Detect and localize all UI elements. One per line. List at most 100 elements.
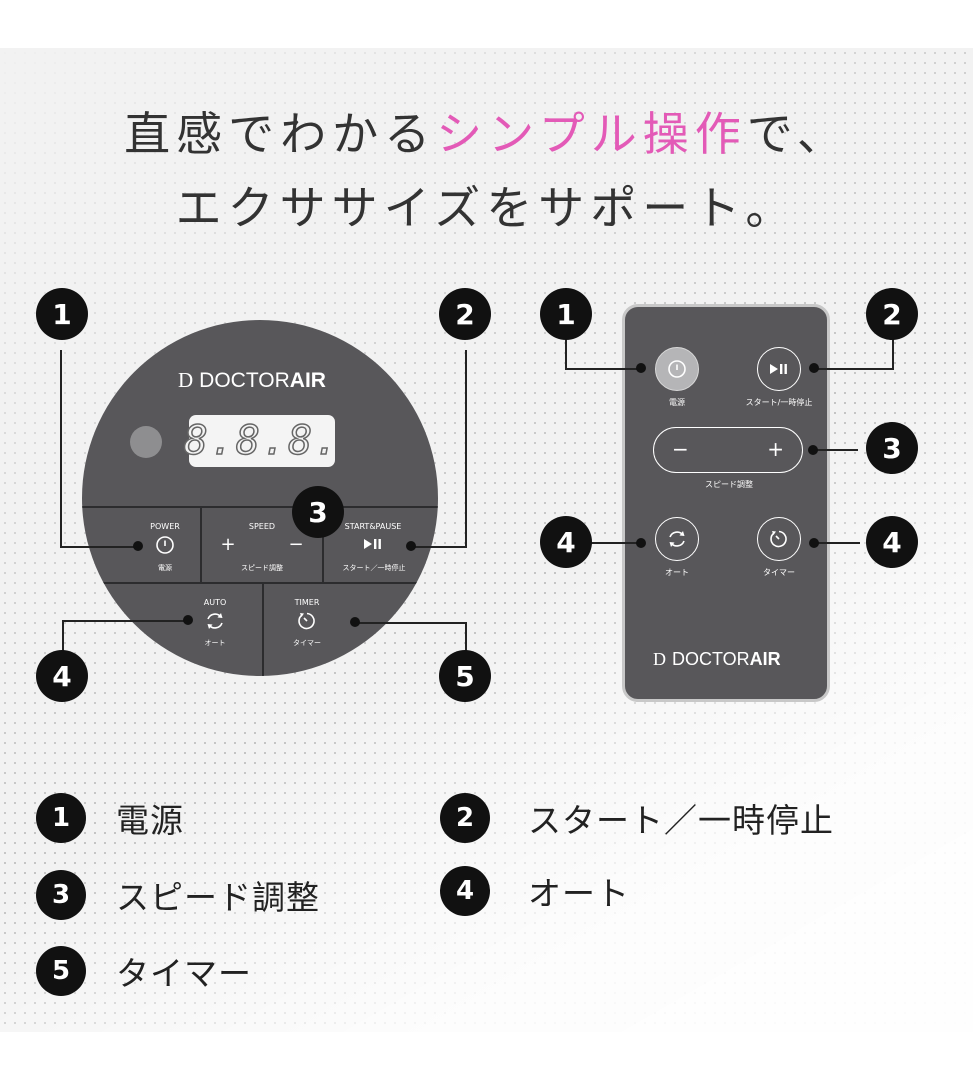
remote-timer-button[interactable] [757,517,801,561]
headline-highlight: シンプル操作 [436,107,747,161]
remote-callout-badge-3: 3 [866,422,918,474]
power-icon [156,536,174,554]
callout-line-2 [411,350,467,548]
legend-badge: 4 [440,866,490,916]
auto-button[interactable] [202,610,228,634]
brand-mark: D [653,649,666,669]
timer-icon [298,612,315,630]
remote-start-pause-label: スタート/一時停止 [745,398,813,407]
power-button[interactable] [152,534,178,560]
panel-divider [262,582,264,676]
power-icon [668,360,686,378]
legend-item: 5 タイマー [36,946,252,996]
speed-sub-label: スピード調整 [241,564,283,572]
sensor-light [130,426,162,458]
power-sub-label: 電源 [158,564,172,572]
remote-callout-line-1 [565,318,643,370]
play-pause-icon [770,364,787,374]
brand-name: DOCTOR [199,369,290,392]
remote-callout-line-3 [812,449,858,451]
remote-start-pause-button[interactable] [757,347,801,391]
remote-callout-dot-4b [809,538,819,548]
panel-divider [82,582,438,584]
remote-power-label: 電源 [669,398,685,407]
legend-text: オート [528,874,630,913]
headline-text-end: で、 [746,107,849,161]
legend-badge: 5 [36,946,86,996]
timer-label: TIMER [294,598,320,607]
digital-display: 8.8.8. [183,415,339,467]
legend-text: タイマー [116,954,252,993]
remote-callout-dot-2 [809,363,819,373]
remote-speed-minus-button[interactable]: − [672,437,689,461]
timer-sub-label: タイマー [293,639,321,647]
remote-auto-button[interactable] [655,517,699,561]
legend-text: スピード調整 [116,878,320,917]
callout-dot-2 [406,541,416,551]
brand-name: DOCTOR [672,649,750,669]
brand-mark: D [178,368,194,392]
auto-rotate-icon [207,613,223,629]
remote-callout-line-4b [814,542,860,544]
callout-line-1 [60,350,140,548]
remote-callout-dot-1 [636,363,646,373]
remote-callout-badge-4b: 4 [866,516,918,568]
brand-name-bold: AIR [289,369,326,392]
remote-callout-line-2 [814,318,894,370]
remote-auto-label: オート [665,568,689,577]
callout-dot-4 [183,615,193,625]
start-pause-button[interactable] [360,536,386,558]
legend-badge: 3 [36,870,86,920]
auto-sub-label: オート [204,639,226,647]
play-pause-icon [364,539,381,549]
start-pause-sub-label: スタート／一時停止 [342,564,406,572]
headline-line-1: 直感でわかるシンプル操作で、 [0,98,973,164]
speed-minus-button[interactable]: − [288,534,304,555]
start-pause-label: START&PAUSE [344,522,402,531]
callout-badge-4: 4 [36,650,88,702]
legend-text: スタート／一時停止 [528,801,834,840]
remote-callout-badge-2: 2 [866,288,918,340]
timer-icon [770,530,787,548]
panel-divider [200,506,202,582]
remote-callout-badge-4: 4 [540,516,592,568]
legend-badge: 1 [36,793,86,843]
callout-badge-1: 1 [36,288,88,340]
legend-item: 4 オート [440,866,630,916]
callout-badge-3: 3 [292,486,344,538]
remote-timer-label: タイマー [763,568,795,577]
panel-divider [322,506,324,582]
remote-control: 電源 スタート/一時停止 − + スピード調整 オート タイマー D DOCTOR… [622,304,830,702]
remote-callout-line-4 [588,542,640,544]
speed-plus-button[interactable]: + [220,534,236,555]
callout-dot-5 [350,617,360,627]
callout-badge-5: 5 [439,650,491,702]
legend-badge: 2 [440,793,490,843]
remote-callout-badge-1: 1 [540,288,592,340]
callout-badge-2: 2 [439,288,491,340]
remote-callout-dot-4 [636,538,646,548]
timer-button[interactable] [294,610,320,634]
auto-rotate-icon [669,531,685,547]
remote-speed-control: − + [653,427,803,473]
legend-item: 1 電源 [36,793,184,843]
callout-dot-1 [133,541,143,551]
speed-label: SPEED [248,522,276,531]
headline-line-2: エクササイズをサポート。 [175,181,798,235]
remote-callout-dot-3 [808,445,818,455]
legend-item: 3 スピード調整 [36,870,320,920]
panel-divider [82,506,438,508]
power-label: POWER [150,522,180,531]
headline-text: 直感でわかる [124,107,437,161]
legend-text: 電源 [116,801,184,840]
remote-power-button[interactable] [655,347,699,391]
auto-label: AUTO [203,598,227,607]
brand-name-bold: AIR [749,649,781,669]
remote-speed-label: スピード調整 [705,480,753,489]
legend-item: 2 スタート／一時停止 [440,793,834,843]
remote-speed-plus-button[interactable]: + [767,437,784,461]
remote-brand-logo: D DOCTORAIR [653,649,781,670]
